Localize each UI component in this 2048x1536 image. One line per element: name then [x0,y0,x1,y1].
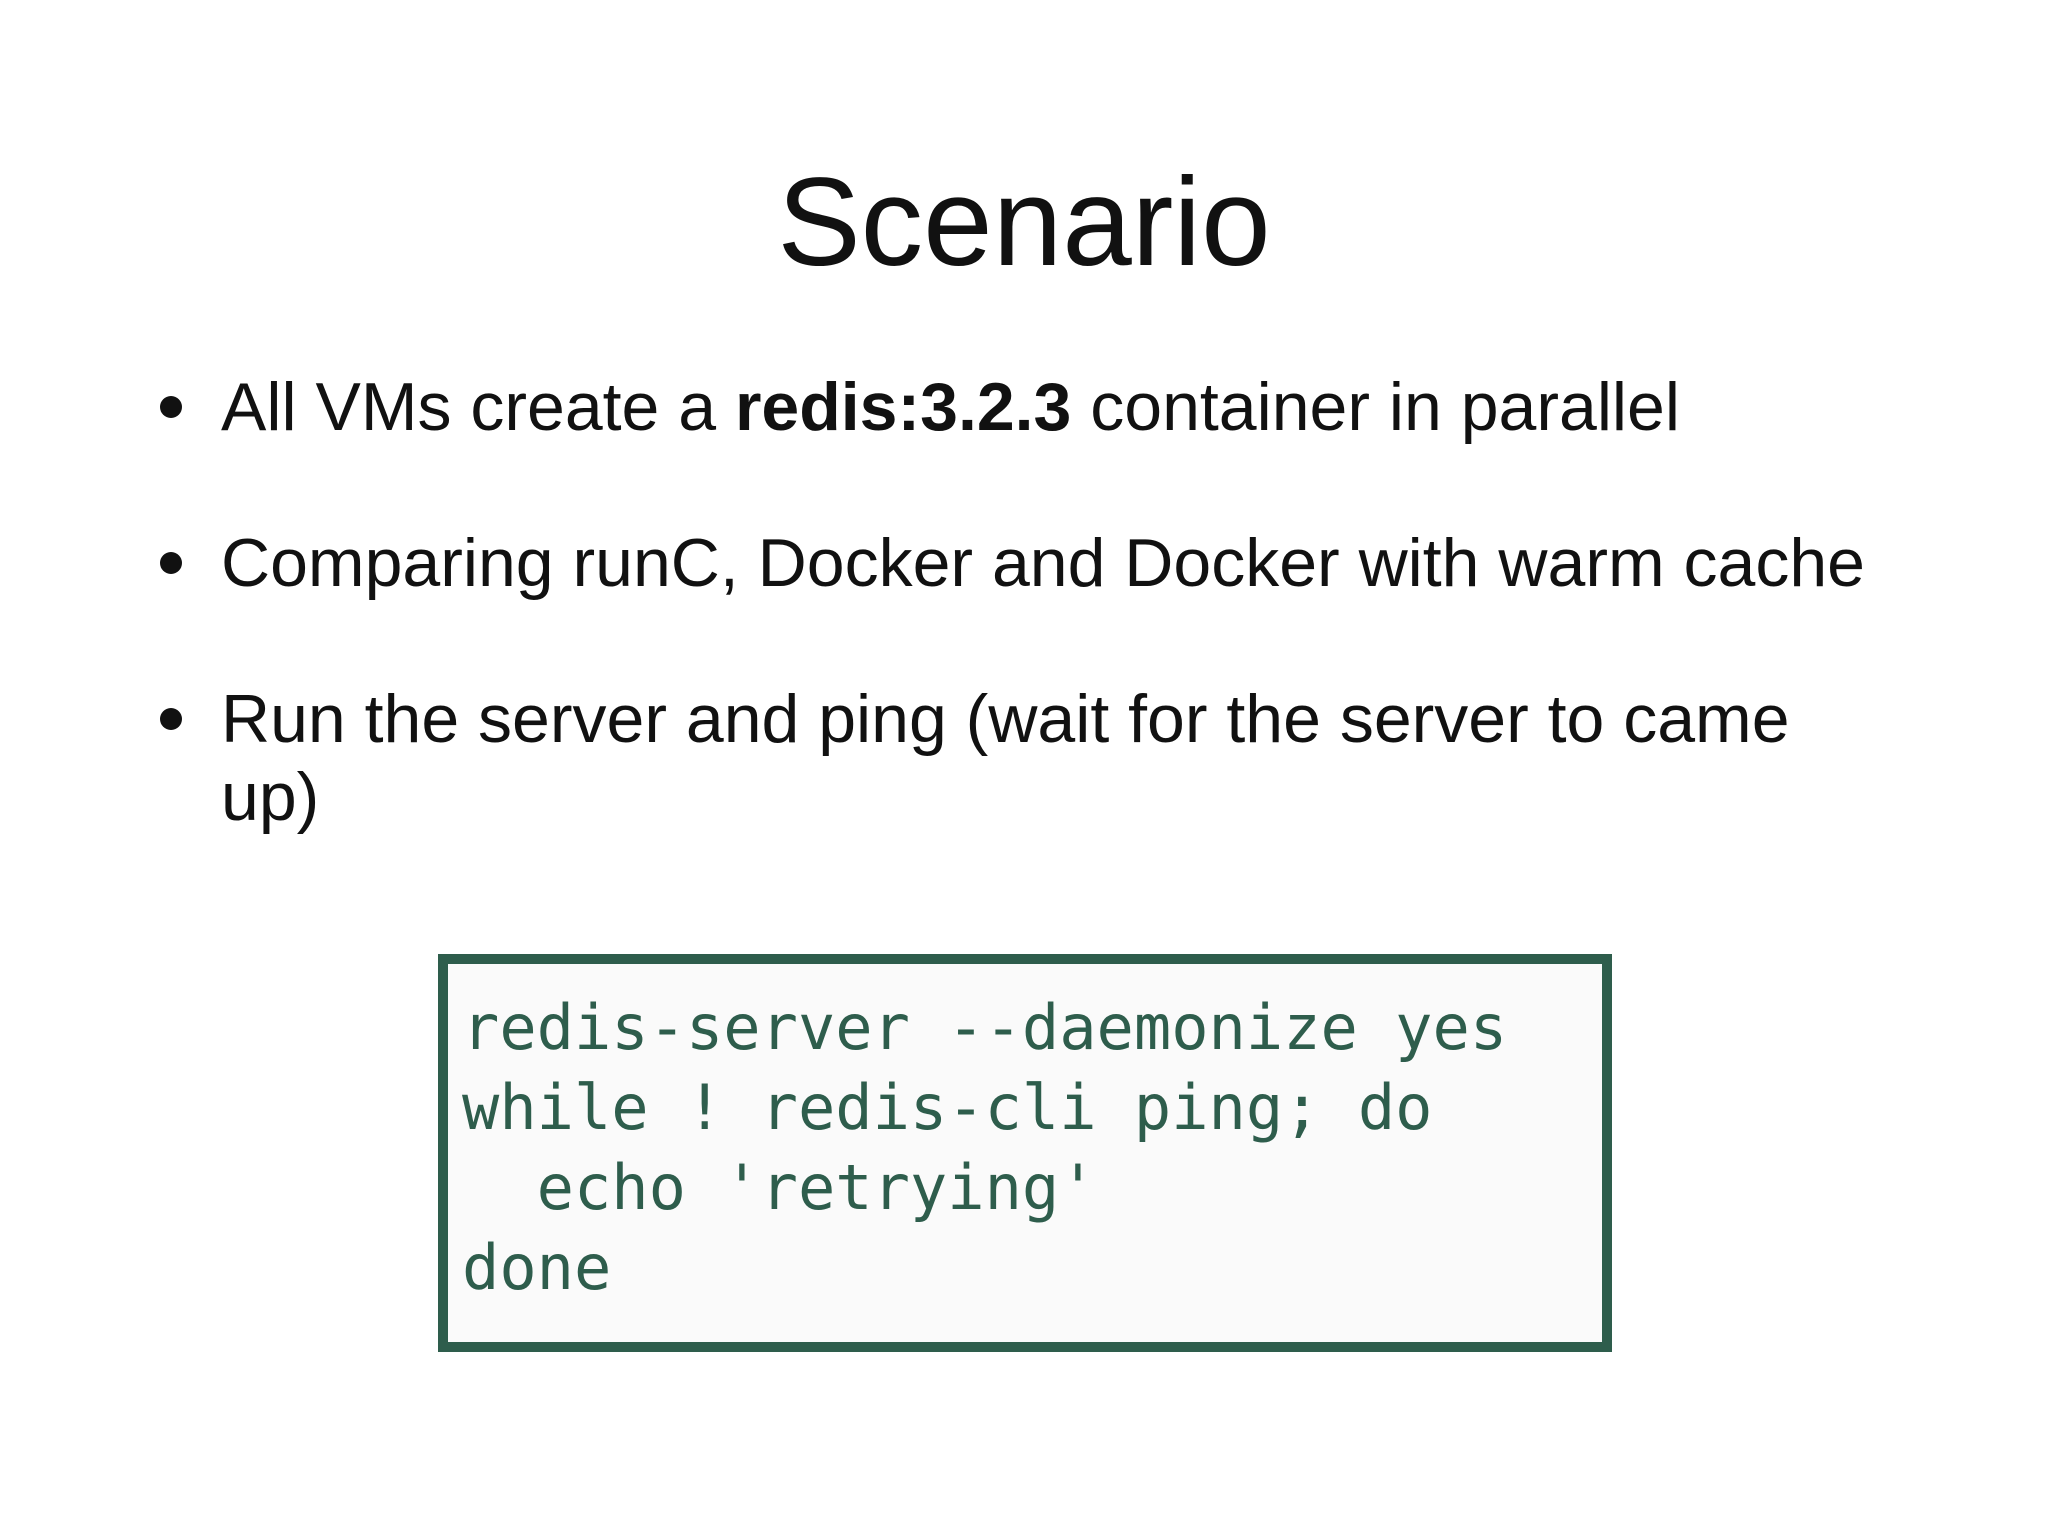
bullet-1-suffix: container in parallel [1071,369,1680,445]
slide-title: Scenario [777,153,1271,292]
bullet-text-1: All VMs create a redis:3.2.3 container i… [221,368,1680,446]
code-line: echo 'retrying' [462,1151,1097,1224]
bullet-dot-icon [160,552,182,574]
bullet-text-2: Comparing runC, Docker and Docker with w… [221,525,1865,601]
bullet-1-bold-term: redis:3.2.3 [734,369,1072,445]
code-line: redis-server --daemonize yes [462,991,1508,1064]
bullet-list: All VMs create a redis:3.2.3 container i… [160,368,1950,914]
code-box: redis-server --daemonize yes while ! red… [438,954,1612,1352]
bullet-item-2: Comparing runC, Docker and Docker with w… [160,524,1950,602]
code-line: done [462,1231,612,1304]
bullet-item-1: All VMs create a redis:3.2.3 container i… [160,368,1950,446]
bullet-dot-icon [160,396,182,418]
code-line: while ! redis-cli ping; do [462,1071,1433,1144]
bullet-1-prefix: All VMs create a [221,369,735,445]
bullet-item-3: Run the server and ping (wait for the se… [160,680,1950,836]
bullet-dot-icon [160,708,182,730]
bullet-text-3: Run the server and ping (wait for the se… [221,681,1790,835]
